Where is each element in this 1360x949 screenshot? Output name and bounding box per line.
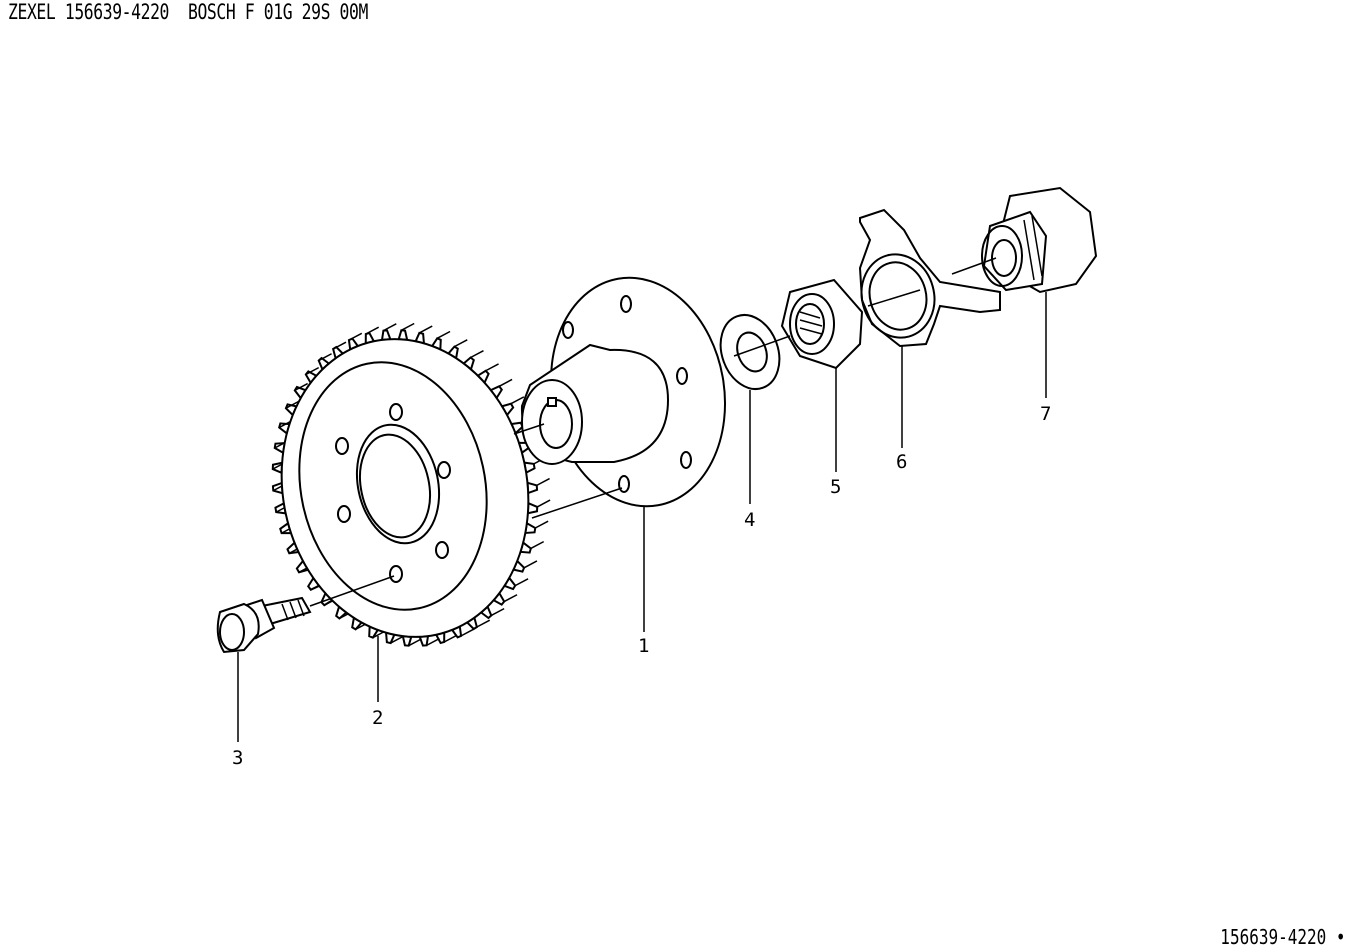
gear-tooth-edge	[485, 363, 499, 372]
gear-tooth-edge	[426, 637, 440, 647]
zexel-part-number: 156639-4220	[64, 0, 170, 24]
gear-tooth-edge	[536, 477, 550, 487]
gear-tooth-edge	[476, 619, 491, 628]
gear-bolt-holes	[335, 403, 451, 583]
lock-plate-part	[858, 208, 1001, 348]
washer-part	[719, 314, 781, 390]
gear-part	[271, 322, 551, 647]
gear-tooth-edge	[454, 339, 468, 348]
gear-tooth-edge	[514, 578, 529, 587]
gear-tooth-edge	[510, 396, 525, 405]
callout-4: 4	[744, 509, 755, 531]
gear-tooth-edge	[530, 540, 545, 550]
gear-tooth-edge	[490, 607, 505, 617]
gear-tooth-edge	[294, 382, 309, 392]
zexel-label: ZEXEL	[8, 0, 56, 24]
gear-tooth-edge	[443, 634, 458, 643]
callout-numbers: 1 2 3 4 5 6 7	[232, 403, 1051, 769]
gear-tooth-edge	[503, 594, 518, 603]
hub-flange-part	[520, 276, 727, 508]
gear-tooth-edge	[365, 326, 380, 335]
gear-tooth-edge	[534, 520, 549, 529]
gear-tooth-edge	[523, 560, 538, 569]
gear-tooth-edge	[305, 366, 320, 376]
gear-tooth-edge	[460, 628, 475, 637]
drawing-footer: 156639-4220 •	[1221, 925, 1346, 949]
leader-lines	[237, 292, 1047, 742]
bosch-label: BOSCH	[187, 0, 236, 24]
gear-tooth-edge	[400, 322, 415, 331]
callout-3: 3	[232, 747, 243, 769]
gear-tooth-edge	[285, 400, 300, 409]
gear-tooth-edge	[419, 325, 433, 334]
gear-tooth-edge	[498, 378, 513, 387]
drawing-header: ZEXEL 156639-4220 BOSCH F 01G 29S 00M	[8, 0, 368, 24]
sleeve-nut-part	[981, 186, 1098, 294]
footer-part-number: 156639-4220	[1220, 925, 1327, 949]
callout-2: 2	[372, 707, 383, 729]
gear-tooth-edge	[383, 323, 397, 332]
callout-1: 1	[638, 635, 649, 657]
gear-tooth-edge	[408, 638, 422, 647]
gear-tooth-edge	[470, 350, 484, 359]
gear-tooth-edge	[536, 499, 551, 508]
gear-tooth-edge	[390, 635, 404, 644]
gear-tooth-edge	[332, 341, 347, 350]
footer-bullet: •	[1336, 925, 1346, 949]
gear-tooth-edge	[318, 353, 332, 362]
hex-nut-part	[780, 278, 864, 370]
callout-7: 7	[1040, 403, 1051, 425]
callout-6: 6	[896, 451, 907, 473]
bosch-part-number: F 01G 29S 00M	[244, 0, 369, 24]
gear-tooth-edge	[436, 330, 451, 340]
bolt-part	[216, 596, 312, 654]
callout-5: 5	[830, 476, 841, 498]
gear-tooth-edge	[348, 332, 363, 341]
assembly-lines	[309, 257, 997, 607]
